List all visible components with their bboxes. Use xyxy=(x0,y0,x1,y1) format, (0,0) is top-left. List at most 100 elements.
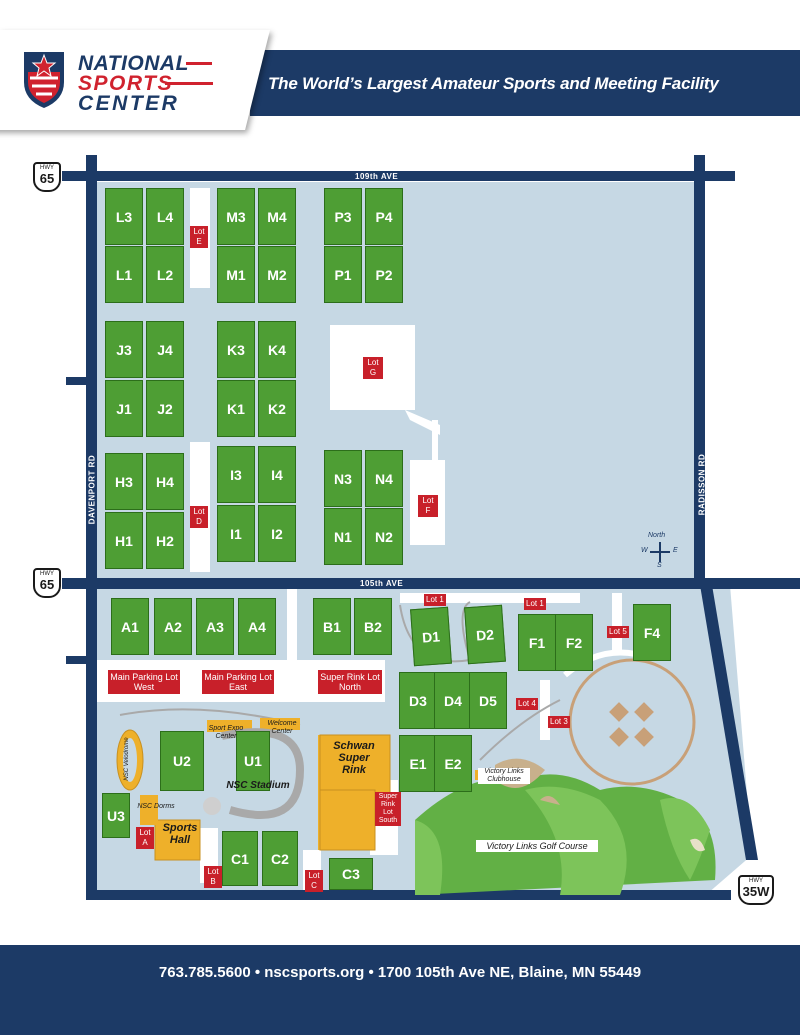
logo-rule xyxy=(165,82,213,85)
welcome-center-label: Welcome Center xyxy=(267,720,297,735)
field: M1 xyxy=(217,246,255,303)
compass-east: E xyxy=(673,547,678,554)
field: E1 xyxy=(399,735,437,792)
field: C3 xyxy=(329,858,373,890)
field: I3 xyxy=(217,446,255,503)
field: L3 xyxy=(105,188,143,245)
field: U3 xyxy=(102,793,130,838)
field: H4 xyxy=(146,453,184,510)
main-parking-east-label: Main Parking Lot East xyxy=(202,670,274,694)
shield-logo-icon xyxy=(24,52,64,108)
compass-south: S xyxy=(657,562,662,569)
compass-north: North xyxy=(648,532,666,539)
field: B1 xyxy=(313,598,351,655)
field: P2 xyxy=(365,246,403,303)
field: H3 xyxy=(105,453,143,510)
logo-text-sports: SPORTS xyxy=(78,72,173,95)
super-rink-south-label: Super Rink Lot South xyxy=(375,792,401,826)
lot-4-label: Lot 4 xyxy=(516,698,538,710)
tagline: The World’s Largest Amateur Sports and M… xyxy=(268,74,719,93)
field: U1 xyxy=(236,731,270,791)
field: K2 xyxy=(258,380,296,437)
nsc-velodrome-label: NSC Velodrome xyxy=(124,737,130,781)
road-label-105th-ave: 105th AVE xyxy=(360,579,404,588)
lot-a-label: Lot A xyxy=(136,827,154,849)
sports-hall-label: Sports Hall xyxy=(162,822,198,846)
logo-text-center: CENTER xyxy=(78,92,180,115)
field: D4 xyxy=(434,672,472,729)
field: L2 xyxy=(146,246,184,303)
lot-1-label: Lot 1 xyxy=(424,594,446,606)
field: P4 xyxy=(365,188,403,245)
field: C2 xyxy=(262,831,298,886)
field: L1 xyxy=(105,246,143,303)
field: P3 xyxy=(324,188,362,245)
field: E2 xyxy=(434,735,472,792)
field: D2 xyxy=(464,604,506,665)
field: P1 xyxy=(324,246,362,303)
field: K3 xyxy=(217,321,255,378)
field: D5 xyxy=(469,672,507,729)
field: N2 xyxy=(365,508,403,565)
site-map: 109th AVE 105th AVE DAVENPORT RD RADISSO… xyxy=(0,140,800,920)
main-parking-west-label: Main Parking Lot West xyxy=(108,670,180,694)
field: M2 xyxy=(258,246,296,303)
field: F2 xyxy=(555,614,593,671)
field: H1 xyxy=(105,512,143,569)
field: N3 xyxy=(324,450,362,507)
field: U2 xyxy=(160,731,204,791)
field: K1 xyxy=(217,380,255,437)
field: D1 xyxy=(410,606,452,667)
field: K4 xyxy=(258,321,296,378)
footer: 763.785.5600 • nscsports.org • 1700 105t… xyxy=(0,945,800,1035)
schwan-super-rink-label: Schwan Super Rink xyxy=(333,740,375,776)
lot-1-label: Lot 1 xyxy=(524,598,546,610)
field: I4 xyxy=(258,446,296,503)
road-label-109th-ave: 109th AVE xyxy=(355,172,399,181)
field: M4 xyxy=(258,188,296,245)
field: J1 xyxy=(105,380,143,437)
field: N1 xyxy=(324,508,362,565)
lot-b-label: Lot B xyxy=(204,866,222,888)
field: I1 xyxy=(217,505,255,562)
logo-rule xyxy=(186,62,212,65)
header: The World’s Largest Amateur Sports and M… xyxy=(0,0,800,130)
field: L4 xyxy=(146,188,184,245)
nsc-stadium-label: NSC Stadium xyxy=(226,780,290,791)
field: J2 xyxy=(146,380,184,437)
field: J3 xyxy=(105,321,143,378)
compass-west: W xyxy=(641,547,648,554)
field: F4 xyxy=(633,604,671,661)
lot-3-label: Lot 3 xyxy=(548,716,570,728)
header-band xyxy=(250,50,800,116)
sport-expo-center-label: Sport Expo Center xyxy=(208,725,244,740)
lot-g-label: Lot G xyxy=(363,357,383,379)
field: C1 xyxy=(222,831,258,886)
field: D3 xyxy=(399,672,437,729)
super-rink-north-label: Super Rink Lot North xyxy=(318,670,382,694)
field: B2 xyxy=(354,598,392,655)
field: J4 xyxy=(146,321,184,378)
lot-f-label: Lot F xyxy=(418,495,438,517)
compass-rose-icon: North W E S xyxy=(640,532,680,572)
field: M3 xyxy=(217,188,255,245)
nsc-dorms-label: NSC Dorms xyxy=(137,803,175,810)
contact-info: 763.785.5600 • nscsports.org • 1700 105t… xyxy=(158,964,642,981)
lot-d-label: Lot D xyxy=(190,506,208,528)
field: I2 xyxy=(258,505,296,562)
field: A4 xyxy=(238,598,276,655)
road-label-radisson-rd: RADISSON RD xyxy=(697,453,707,516)
victory-links-golf-course-label: Victory Links Golf Course xyxy=(476,840,598,852)
field: A2 xyxy=(154,598,192,655)
field: A1 xyxy=(111,598,149,655)
field: H2 xyxy=(146,512,184,569)
field: N4 xyxy=(365,450,403,507)
victory-links-clubhouse-label: Victory Links Clubhouse xyxy=(478,768,530,784)
lot-e-label: Lot E xyxy=(190,226,208,248)
field: F1 xyxy=(518,614,556,671)
lot-5-label: Lot 5 xyxy=(607,626,629,638)
field: A3 xyxy=(196,598,234,655)
